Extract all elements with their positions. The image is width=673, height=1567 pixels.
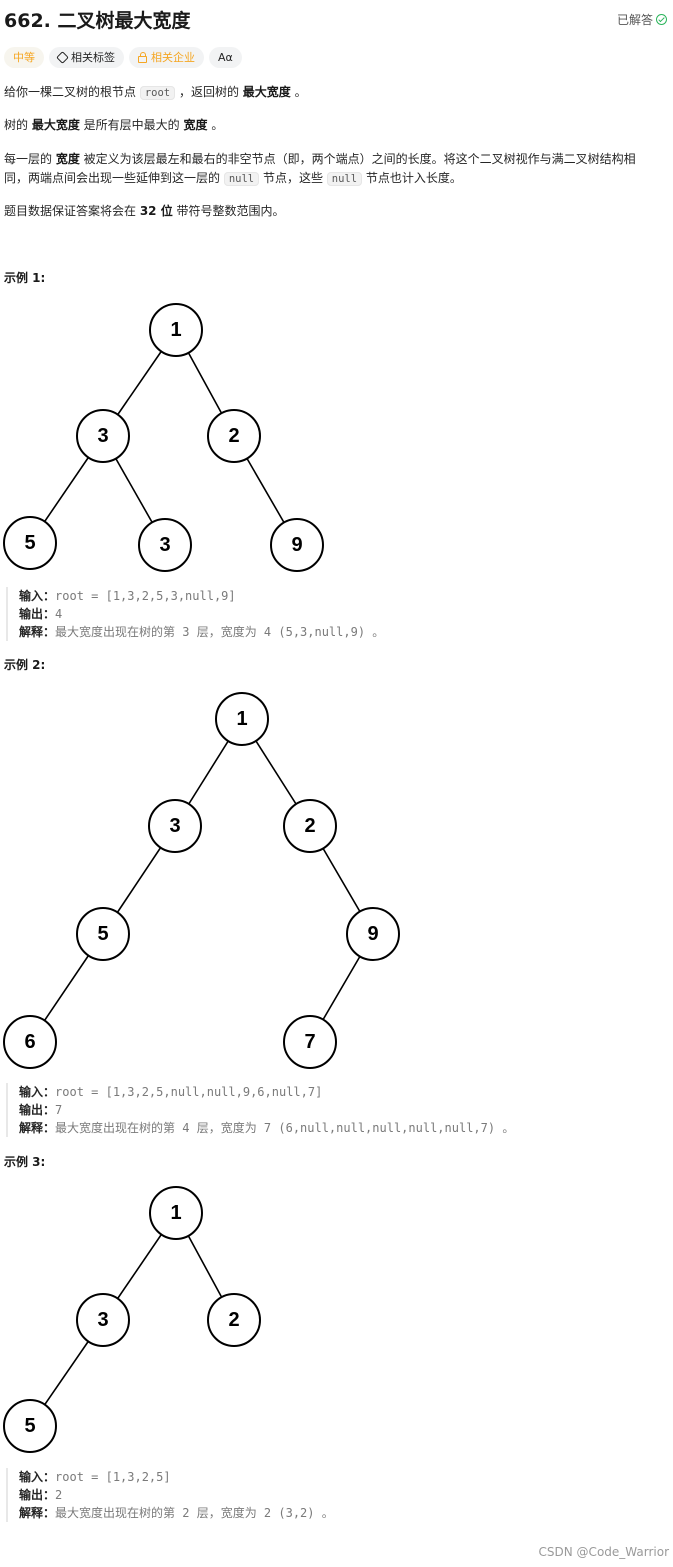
- description-paragraph-2: 树的 最大宽度 是所有层中最大的 宽度 。: [4, 118, 224, 132]
- example-3-title: 示例 3:: [4, 1155, 46, 1169]
- example-2-tree: 1 3 2 5 9 6 7: [3, 692, 400, 1069]
- svg-text:5: 5: [97, 923, 108, 945]
- svg-text:3: 3: [97, 425, 108, 447]
- description-paragraph-3: 每一层的 宽度 被定义为该层最左和最右的非空节点（即，两个端点）之间的长度。将这…: [4, 150, 669, 189]
- tree-node: 1: [149, 303, 203, 357]
- example-output: 4: [55, 607, 63, 621]
- svg-text:2: 2: [304, 815, 315, 837]
- tag-icon: [56, 51, 69, 64]
- font-size-button[interactable]: Aα: [209, 47, 242, 68]
- related-companies-label: 相关企业: [151, 51, 195, 64]
- tree-node: 2: [207, 1293, 261, 1347]
- tree-node: 9: [270, 518, 324, 572]
- related-tags-button[interactable]: 相关标签: [49, 47, 124, 68]
- related-tags-label: 相关标签: [71, 51, 115, 64]
- tag-bar: 中等 相关标签 相关企业 Aα: [4, 47, 242, 68]
- tree-node: 3: [148, 799, 202, 853]
- example-explanation: 最大宽度出现在树的第 4 层，宽度为 7 (6,null,null,null,n…: [55, 1121, 515, 1135]
- svg-text:2: 2: [228, 1309, 239, 1331]
- watermark: CSDN @Code_Warrior: [538, 1545, 669, 1559]
- svg-text:1: 1: [170, 1202, 181, 1224]
- tree-node: 6: [3, 1015, 57, 1069]
- svg-text:3: 3: [159, 534, 170, 556]
- tree-node: 5: [3, 1399, 57, 1453]
- lock-icon: [138, 51, 147, 63]
- example-3-tree: 1 3 2 5: [3, 1186, 261, 1453]
- tree-node: 2: [283, 799, 337, 853]
- inline-code: null: [223, 172, 260, 186]
- svg-text:2: 2: [228, 425, 239, 447]
- example-2-title: 示例 2:: [4, 658, 46, 672]
- example-2-io: 输入：root = [1,3,2,5,null,null,9,6,null,7]…: [6, 1083, 673, 1137]
- related-companies-button[interactable]: 相关企业: [129, 47, 204, 68]
- example-1-title: 示例 1:: [4, 271, 46, 285]
- difficulty-badge[interactable]: 中等: [4, 47, 44, 68]
- example-1-io: 输入：root = [1,3,2,5,3,null,9] 输出：4 解释：最大宽…: [6, 587, 673, 641]
- example-output: 7: [55, 1103, 63, 1117]
- tree-node: 2: [207, 409, 261, 463]
- example-output: 2: [55, 1488, 63, 1502]
- tree-node: 9: [346, 907, 400, 961]
- font-size-icon: Aα: [218, 51, 233, 64]
- svg-text:3: 3: [97, 1309, 108, 1331]
- inline-code: root: [139, 86, 176, 100]
- example-input: root = [1,3,2,5,3,null,9]: [55, 589, 236, 603]
- check-circle-icon: [656, 14, 667, 25]
- description-paragraph-3-line-2: 同，两端点间会出现一些延伸到这一层的 null 节点，这些 null 节点也计入…: [4, 171, 462, 186]
- solved-status: 已解答: [617, 11, 667, 28]
- example-3-io: 输入：root = [1,3,2,5] 输出：2 解释：最大宽度出现在树的第 2…: [6, 1468, 673, 1522]
- svg-text:3: 3: [169, 815, 180, 837]
- example-input: root = [1,3,2,5]: [55, 1470, 171, 1484]
- svg-text:1: 1: [236, 708, 247, 730]
- example-input: root = [1,3,2,5,null,null,9,6,null,7]: [55, 1085, 323, 1099]
- tree-node: 5: [3, 516, 57, 570]
- example-1-tree: 1 3 2 5 3 9: [3, 303, 324, 572]
- tree-node: 7: [283, 1015, 337, 1069]
- svg-text:1: 1: [170, 319, 181, 341]
- tree-node: 3: [138, 518, 192, 572]
- tree-node: 3: [76, 1293, 130, 1347]
- svg-text:6: 6: [24, 1031, 35, 1053]
- tree-node: 5: [76, 907, 130, 961]
- svg-text:9: 9: [367, 923, 378, 945]
- problem-title: 662. 二叉树最大宽度: [4, 10, 191, 32]
- solved-label: 已解答: [616, 13, 653, 27]
- description-paragraph-4: 题目数据保证答案将会在 32 位 带符号整数范围内。: [4, 204, 285, 218]
- svg-text:5: 5: [24, 1415, 35, 1437]
- tree-node: 3: [76, 409, 130, 463]
- inline-code: null: [326, 172, 363, 186]
- tree-node: 1: [215, 692, 269, 746]
- svg-text:5: 5: [24, 532, 35, 554]
- tree-node: 1: [149, 1186, 203, 1240]
- example-explanation: 最大宽度出现在树的第 2 层，宽度为 2 (3,2) 。: [55, 1506, 334, 1520]
- description-paragraph-1: 给你一棵二叉树的根节点 root ，返回树的 最大宽度 。: [4, 85, 307, 100]
- svg-text:7: 7: [304, 1031, 315, 1053]
- problem-header: 662. 二叉树最大宽度 已解答: [4, 4, 669, 34]
- svg-text:9: 9: [291, 534, 302, 556]
- example-explanation: 最大宽度出现在树的第 3 层，宽度为 4 (5,3,null,9) 。: [55, 625, 385, 639]
- description-paragraph-3-line-1: 每一层的 宽度 被定义为该层最左和最右的非空节点（即，两个端点）之间的长度。将这…: [4, 152, 636, 166]
